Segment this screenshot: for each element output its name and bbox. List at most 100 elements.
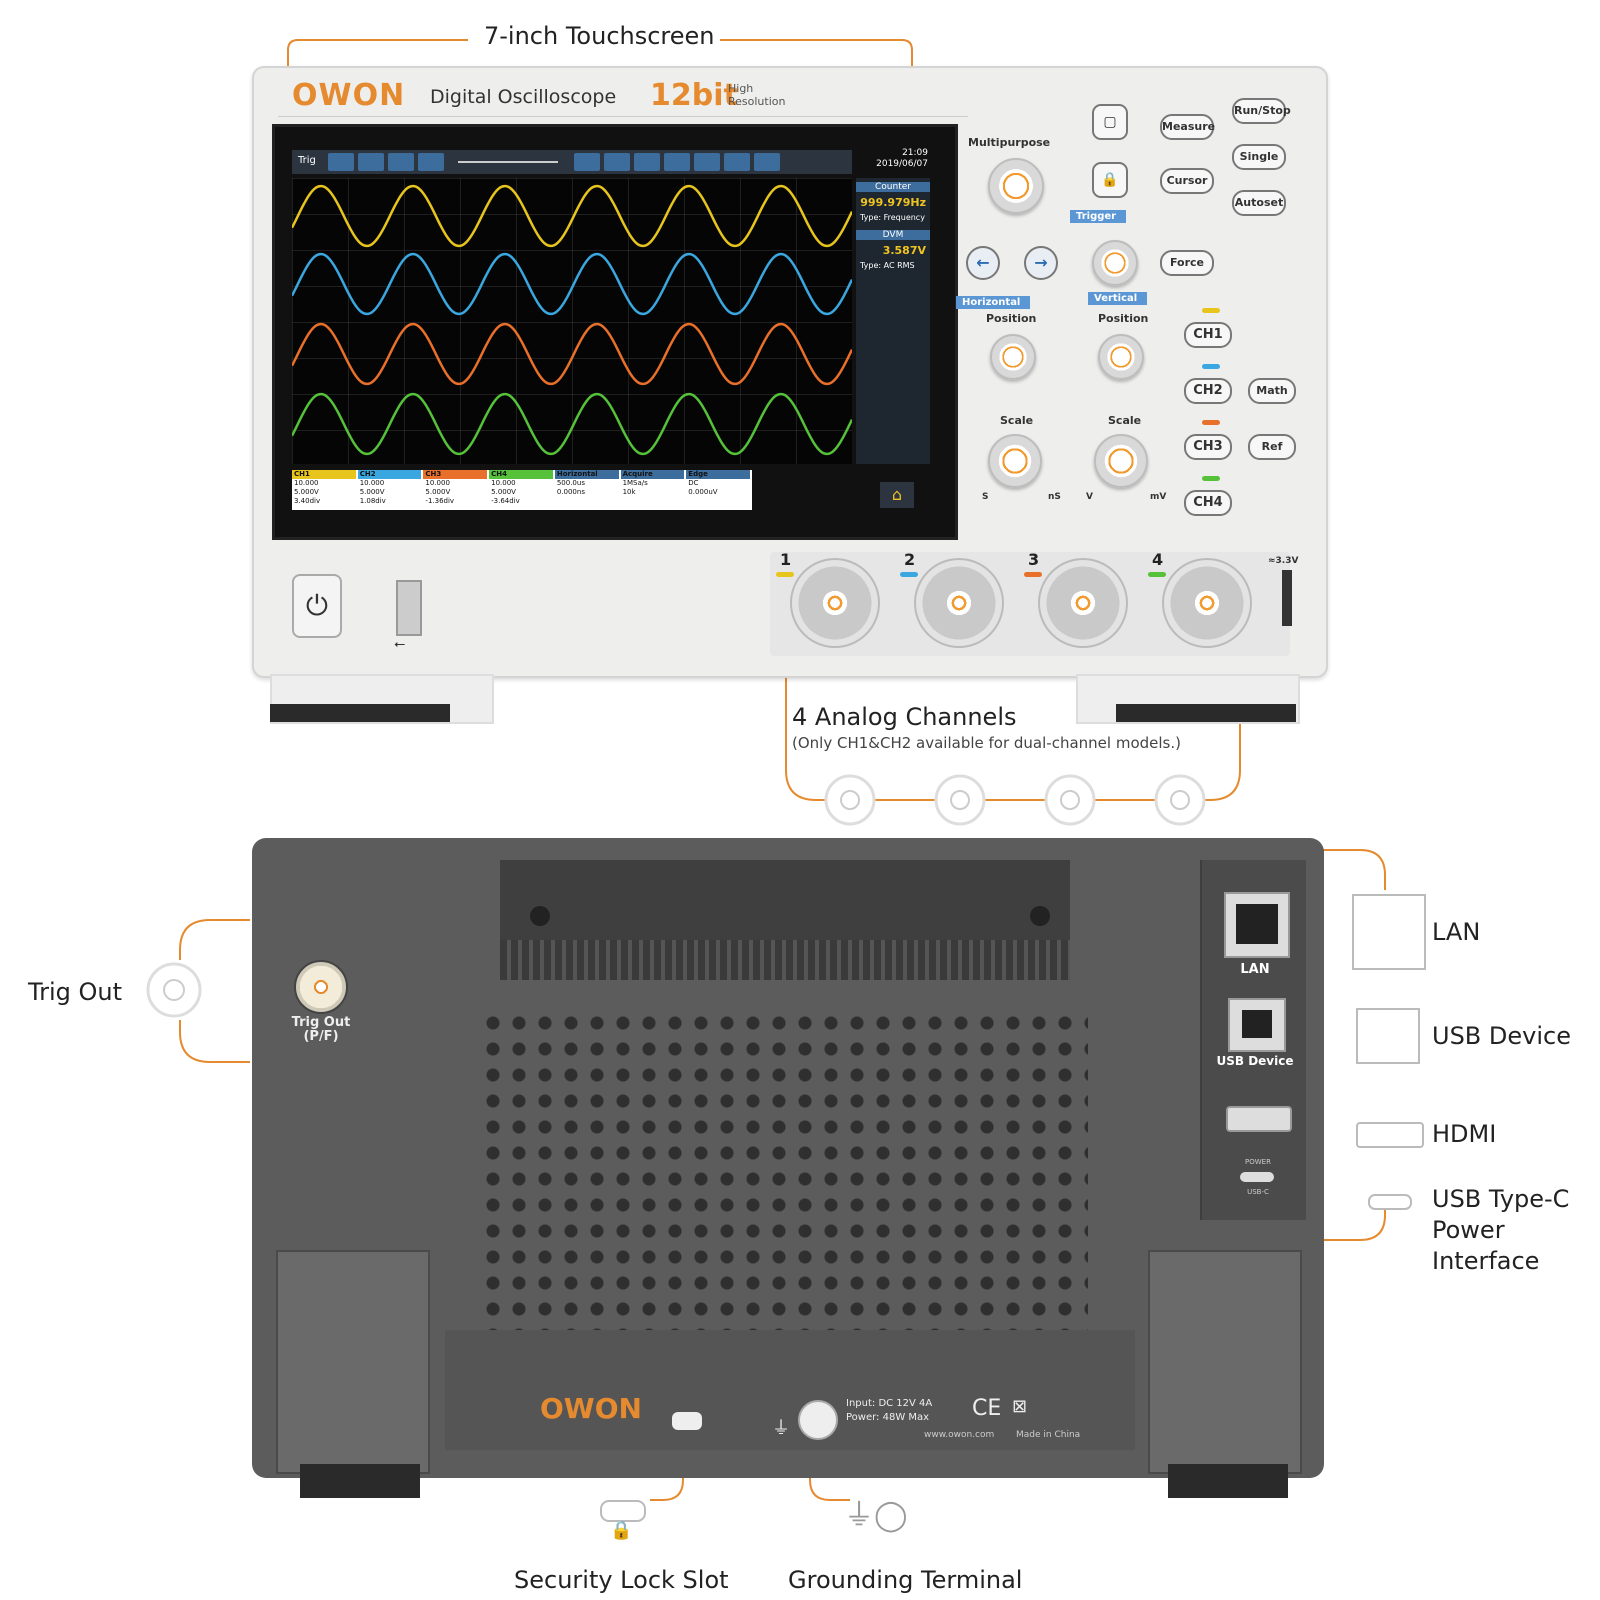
ch4-button[interactable]: CH4	[1184, 490, 1232, 516]
channel-number: 2	[904, 550, 916, 569]
status-cell-title: Horizontal	[554, 470, 619, 479]
ch2-indicator	[1202, 364, 1220, 369]
channel-color-bar	[900, 572, 918, 577]
bnc-input-ch2[interactable]	[914, 558, 1004, 648]
run-stop-button[interactable]: Run/Stop	[1232, 98, 1291, 124]
ch2-button[interactable]: CH2	[1184, 378, 1232, 404]
horizontal-position-knob[interactable]	[990, 334, 1036, 380]
cursor-icon[interactable]	[634, 153, 660, 171]
s-label: S	[982, 492, 989, 502]
autoset-icon[interactable]	[694, 153, 720, 171]
more-icon[interactable]	[754, 153, 780, 171]
usb-device-callout: USB Device	[1432, 1022, 1571, 1050]
security-lock-callout: Security Lock Slot	[514, 1566, 729, 1594]
analog-channels-callout: 4 Analog Channels	[792, 703, 1017, 731]
screw-right	[1030, 906, 1050, 926]
owon-logo: OWON	[292, 78, 406, 113]
trig-out-callout: Trig Out	[28, 978, 123, 1006]
horizontal-scale-knob[interactable]	[988, 434, 1042, 488]
power-button[interactable]: ⏻	[292, 574, 342, 638]
status-cell-l1: 500.0us	[556, 479, 585, 487]
lan-port[interactable]	[1224, 892, 1290, 958]
vertical-position-knob[interactable]	[1098, 334, 1144, 380]
grounding-terminal[interactable]	[798, 1400, 838, 1440]
autoset-button[interactable]: Autoset	[1232, 190, 1286, 216]
ch1-button[interactable]: CH1	[1184, 322, 1232, 348]
vertical-scale-knob[interactable]	[1094, 434, 1148, 488]
measure-button[interactable]: Measure	[1160, 114, 1215, 140]
hdmi-port[interactable]	[1226, 1106, 1292, 1132]
status-cell-title: CH4	[489, 470, 553, 479]
status-cell-title: CH3	[423, 470, 488, 479]
multipurpose-label: Multipurpose	[968, 136, 1051, 149]
usb-device-port[interactable]	[1228, 998, 1286, 1052]
run-icon[interactable]	[328, 153, 354, 171]
counter-value: 999.979Hz	[860, 196, 926, 209]
left-arrow-button[interactable]: ←	[966, 246, 1000, 280]
channel-color-bar	[1148, 572, 1166, 577]
channel-number: 4	[1152, 550, 1164, 569]
rear-input-text: Input: DC 12V 4A	[846, 1398, 933, 1409]
usbc-port[interactable]	[1240, 1172, 1274, 1182]
usbc-callout-line-1: USB Type-C	[1432, 1185, 1570, 1213]
bnc-input-ch4[interactable]	[1162, 558, 1252, 648]
ch1-indicator	[1202, 308, 1220, 313]
measure-icon[interactable]	[574, 153, 600, 171]
trig-out-port-label-2: (P/F)	[303, 1029, 339, 1044]
status-cell-l1: 5.000V	[425, 488, 451, 496]
force-button[interactable]: Force	[1160, 250, 1214, 276]
rear-label-panel	[445, 1330, 1135, 1450]
fft-icon[interactable]	[664, 153, 690, 171]
usb-host-port[interactable]	[396, 580, 422, 636]
ns-label: nS	[1048, 492, 1061, 502]
ref-button[interactable]: Ref	[1248, 434, 1296, 460]
usb-device-port-label: USB Device	[1216, 1054, 1294, 1068]
rear-owon-logo: OWON	[540, 1392, 642, 1425]
channel-color-bar	[776, 572, 794, 577]
ch3-button[interactable]: CH3	[1184, 434, 1232, 460]
usb-device-callout-icon	[1356, 1008, 1420, 1064]
probe-comp-terminal[interactable]	[1282, 570, 1292, 626]
horizontal-position-label: Position	[986, 312, 1037, 325]
force-icon[interactable]	[604, 153, 630, 171]
screen-toolbar: Trig	[292, 150, 852, 174]
lock-icon: 🔒	[610, 1520, 633, 1541]
multipurpose-knob[interactable]	[988, 158, 1044, 214]
home-icon[interactable]: ⌂	[880, 482, 914, 508]
ch3-indicator	[1202, 420, 1220, 425]
default-icon[interactable]	[388, 153, 414, 171]
fan-grille	[480, 1010, 1088, 1330]
status-cell-l1: 5.000V	[294, 488, 319, 496]
screen-time: 21:09	[902, 148, 928, 158]
bnc-input-ch1[interactable]	[790, 558, 880, 648]
left-rear-foot-pad	[300, 1464, 420, 1498]
left-rear-foot	[276, 1250, 430, 1474]
weee-icon: ⊠	[1012, 1396, 1028, 1417]
timebase-slider[interactable]	[458, 161, 558, 163]
status-cell-l2: -1.36div	[425, 497, 455, 505]
trigger-label: Trigger	[1070, 210, 1127, 223]
bnc-input-ch3[interactable]	[1038, 558, 1128, 648]
math-button[interactable]: Math	[1248, 378, 1296, 404]
security-lock-slot[interactable]	[672, 1412, 702, 1430]
trig-out-connector[interactable]	[294, 960, 348, 1014]
cursor-button[interactable]: Cursor	[1160, 168, 1214, 194]
menu-button[interactable]: ▢	[1092, 104, 1128, 140]
single-button[interactable]: Single	[1232, 144, 1286, 170]
waveform-grid[interactable]	[290, 178, 854, 464]
lock-button[interactable]: 🔒	[1092, 162, 1128, 198]
trigger-knob[interactable]	[1092, 240, 1138, 286]
copy-icon[interactable]	[358, 153, 384, 171]
xy-mode-icon[interactable]	[724, 153, 750, 171]
vertical-scale-label: Scale	[1108, 414, 1142, 427]
right-arrow-button[interactable]: →	[1024, 246, 1058, 280]
zoom-icon[interactable]	[418, 153, 444, 171]
usbc-callout-line-3: Interface	[1432, 1247, 1540, 1275]
